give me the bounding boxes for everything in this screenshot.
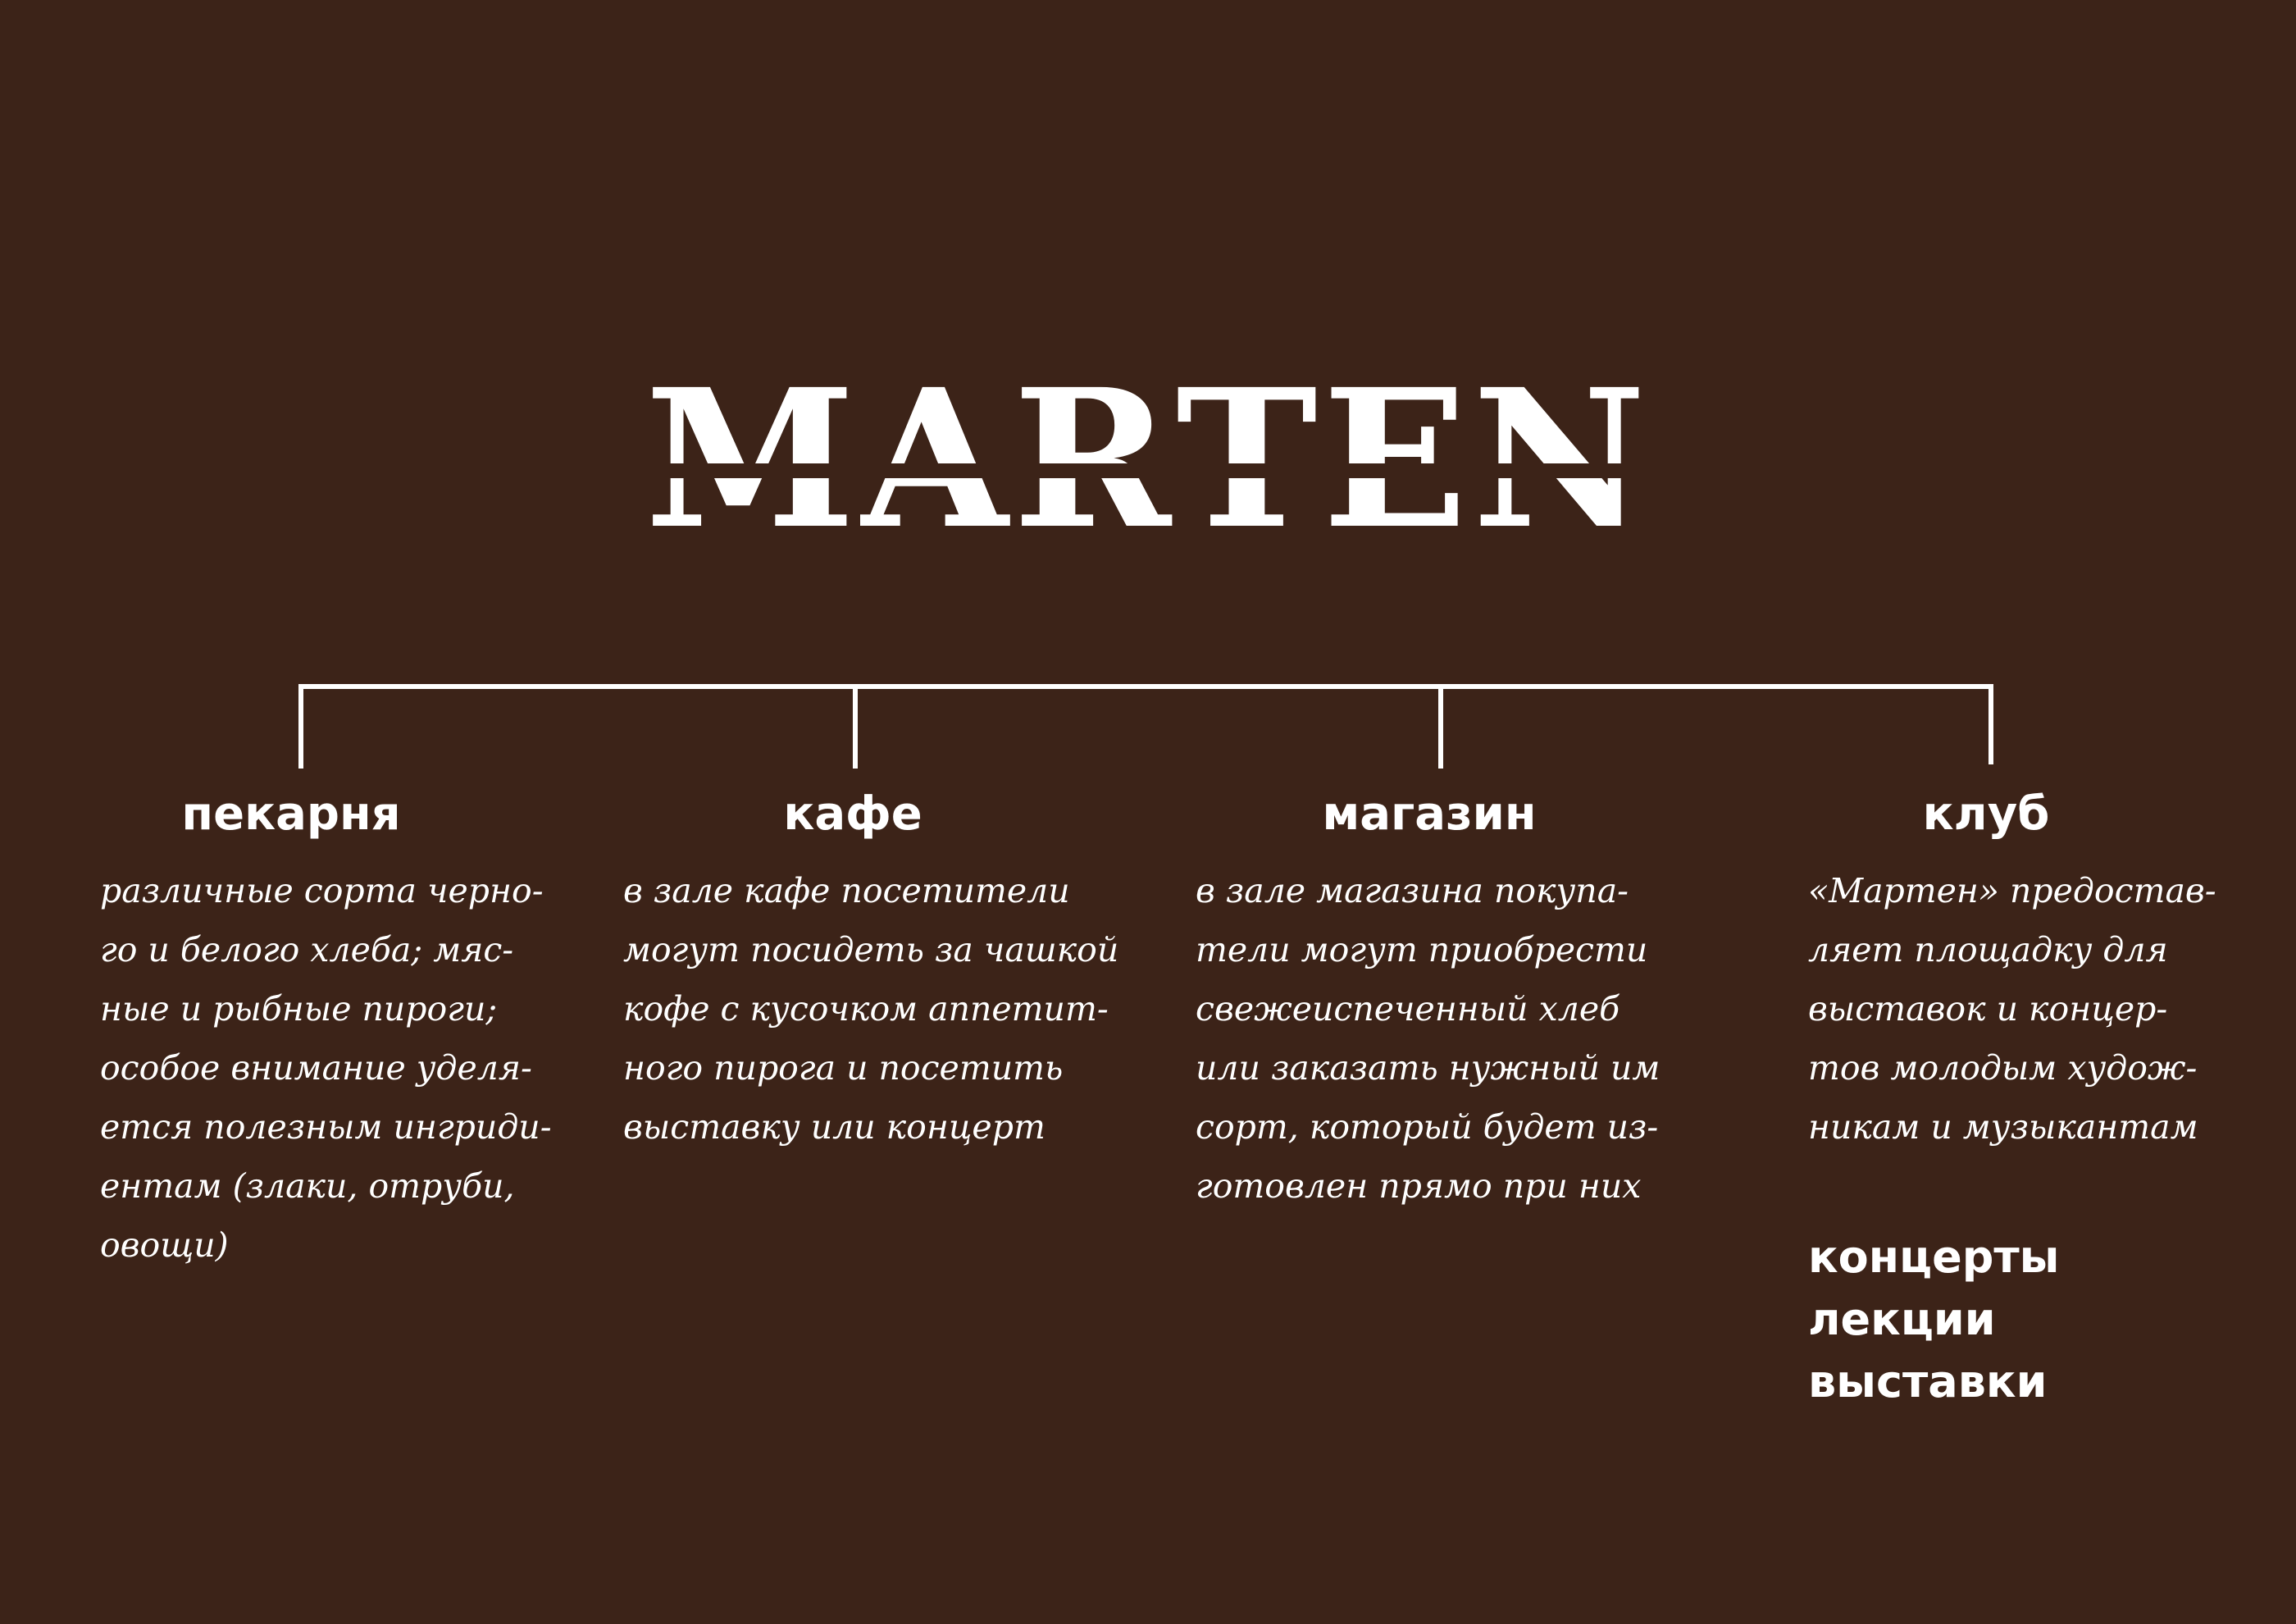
description-line: ентам (злаки, отруби,: [100, 1166, 515, 1206]
branch-title-cafe: кафе: [783, 787, 922, 841]
club-activity: концерты: [1808, 1231, 2060, 1283]
description-line: могут посидеть за чашкой: [623, 930, 1119, 969]
description-line: никам и музыкантам: [1808, 1107, 2198, 1147]
description-line: «Мартен» предостав-: [1808, 871, 2216, 910]
logo-letter: A: [860, 361, 1014, 558]
branch-title-shop: магазин: [1322, 787, 1537, 841]
branch-description-cafe: в зале кафе посетители могут посидеть за…: [623, 861, 1118, 1156]
description-line: свежеиспеченный хлеб: [1196, 989, 1620, 1029]
description-line: тели могут приобрести: [1196, 930, 1648, 969]
description-line: различные сорта черно-: [100, 871, 544, 910]
description-line: тов молодым худож-: [1808, 1048, 2198, 1088]
club-activity: лекции: [1808, 1293, 1996, 1345]
logo-marten: MARTEN: [0, 361, 2296, 590]
description-line: овощи): [100, 1225, 229, 1265]
description-line: выставку или концерт: [623, 1107, 1046, 1147]
description-line: в зале кафе посетители: [623, 871, 1070, 910]
logo-letter: M: [645, 361, 861, 558]
logo-letter: E: [1322, 361, 1473, 558]
branch-description-bakery: различные сорта черно- го и белого хлеба…: [100, 861, 552, 1275]
logo-letter: T: [1176, 361, 1323, 558]
club-activity: выставки: [1808, 1356, 2048, 1407]
logo-letter: R: [1013, 361, 1177, 558]
description-line: особое внимание уделя-: [100, 1048, 532, 1088]
description-line: готовлен прямо при них: [1196, 1166, 1642, 1206]
description-line: ляет площадку для: [1808, 930, 2168, 969]
description-line: выставок и концер-: [1808, 989, 2168, 1029]
description-line: кофе с кусочком аппетит-: [623, 989, 1109, 1029]
description-line: в зале магазина покупа-: [1196, 871, 1629, 910]
club-activities-list: концерты лекции выставки: [1808, 1226, 2060, 1413]
description-line: ные и рыбные пироги;: [100, 989, 498, 1029]
description-line: сорт, который будет из-: [1196, 1107, 1659, 1147]
branch-description-shop: в зале магазина покупа- тели могут приоб…: [1196, 861, 1660, 1216]
branch-title-bakery: пекарня: [181, 787, 401, 841]
branch-title-club: клуб: [1922, 787, 2050, 841]
description-line: го и белого хлеба; мяс-: [100, 930, 514, 969]
logo-letter: N: [1472, 361, 1651, 558]
description-line: ется полезным ингриди-: [100, 1107, 552, 1147]
description-line: или заказать нужный им: [1196, 1048, 1660, 1088]
description-line: ного пирога и посетить: [623, 1048, 1064, 1088]
branch-description-club: «Мартен» предостав- ляет площадку для вы…: [1808, 861, 2216, 1156]
